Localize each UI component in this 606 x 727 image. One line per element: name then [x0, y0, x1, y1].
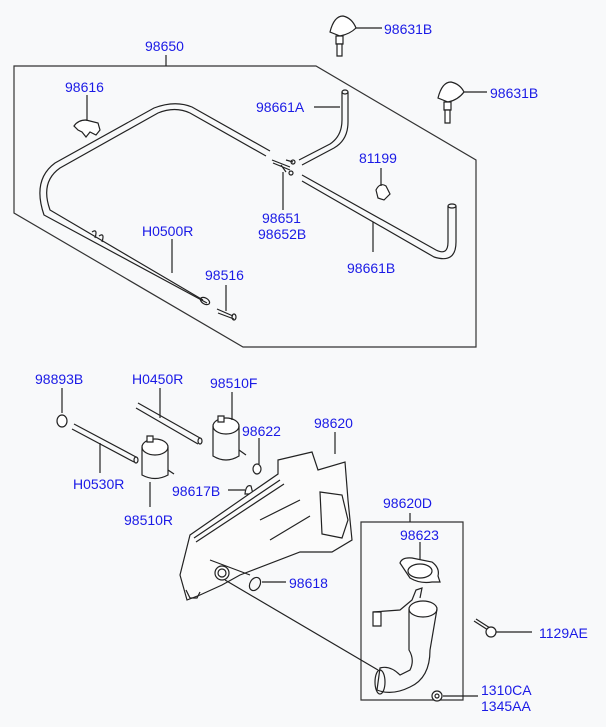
clamp-icon — [376, 185, 390, 200]
part-label-1310CA[interactable]: 1310CA — [481, 682, 532, 698]
t-connector-icon — [272, 160, 295, 175]
cap-icon — [245, 486, 253, 494]
part-label-1129AE[interactable]: 1129AE — [539, 625, 588, 641]
part-label-98510F[interactable]: 98510F — [210, 375, 258, 391]
part-label-H0500R[interactable]: H0500R — [142, 223, 194, 239]
filler-neck-icon — [373, 588, 437, 694]
bolt-icon — [474, 619, 496, 637]
part-label-H0530R[interactable]: H0530R — [73, 476, 125, 492]
nut-icon — [432, 691, 442, 701]
o-ring-icon — [247, 575, 263, 592]
grommet-icon — [253, 464, 261, 474]
washer-icon — [57, 415, 67, 427]
part-label-98893B[interactable]: 98893B — [35, 371, 84, 387]
pipe-connection-line — [225, 580, 378, 670]
hose-assembly-frame — [14, 66, 476, 347]
filler-neck-frame — [361, 522, 463, 700]
hose-98661a-icon — [299, 90, 348, 165]
nozzle-icon — [438, 82, 464, 123]
part-label-98620[interactable]: 98620 — [314, 415, 353, 431]
part-label-98620D[interactable]: 98620D — [383, 495, 433, 511]
part-label-1345AA[interactable]: 1345AA — [481, 698, 531, 714]
nozzle-icon — [330, 16, 356, 56]
filler-cap-icon — [400, 558, 440, 583]
part-label-98622[interactable]: 98622 — [242, 423, 281, 439]
part-label-98618[interactable]: 98618 — [289, 575, 328, 591]
part-label-98650[interactable]: 98650 — [145, 38, 184, 54]
part-label-98652B[interactable]: 98652B — [258, 226, 307, 242]
part-label-98616[interactable]: 98616 — [65, 79, 104, 95]
pump-front-icon — [213, 416, 246, 460]
part-label-98617B[interactable]: 98617B — [172, 483, 221, 499]
part-label-98510R[interactable]: 98510R — [124, 512, 174, 528]
part-label-98651[interactable]: 98651 — [262, 210, 301, 226]
connector-98516-icon — [217, 309, 236, 320]
part-label-H0450R[interactable]: H0450R — [132, 371, 184, 387]
hose-h0500r-icon — [40, 104, 270, 306]
part-label-81199[interactable]: 81199 — [359, 150, 397, 166]
part-label-98661B[interactable]: 98661B — [347, 260, 396, 276]
reservoir-tank-icon — [180, 452, 352, 600]
part-label-group-98651: 98651 98652B — [258, 210, 306, 242]
part-label-98631B-1[interactable]: 98631B — [384, 21, 433, 37]
pump-rear-icon — [142, 436, 174, 479]
hose-98661b-icon — [302, 175, 456, 259]
part-label-98631B-2[interactable]: 98631B — [490, 85, 539, 101]
hose-h0530r-icon — [72, 424, 138, 463]
hose-h0450r-icon — [136, 403, 202, 444]
clip-icon — [74, 120, 100, 137]
part-label-98516[interactable]: 98516 — [205, 267, 244, 283]
part-label-98623[interactable]: 98623 — [400, 527, 439, 543]
part-label-group-1310CA: 1310CA 1345AA — [481, 682, 532, 714]
part-label-98661A[interactable]: 98661A — [256, 99, 305, 115]
